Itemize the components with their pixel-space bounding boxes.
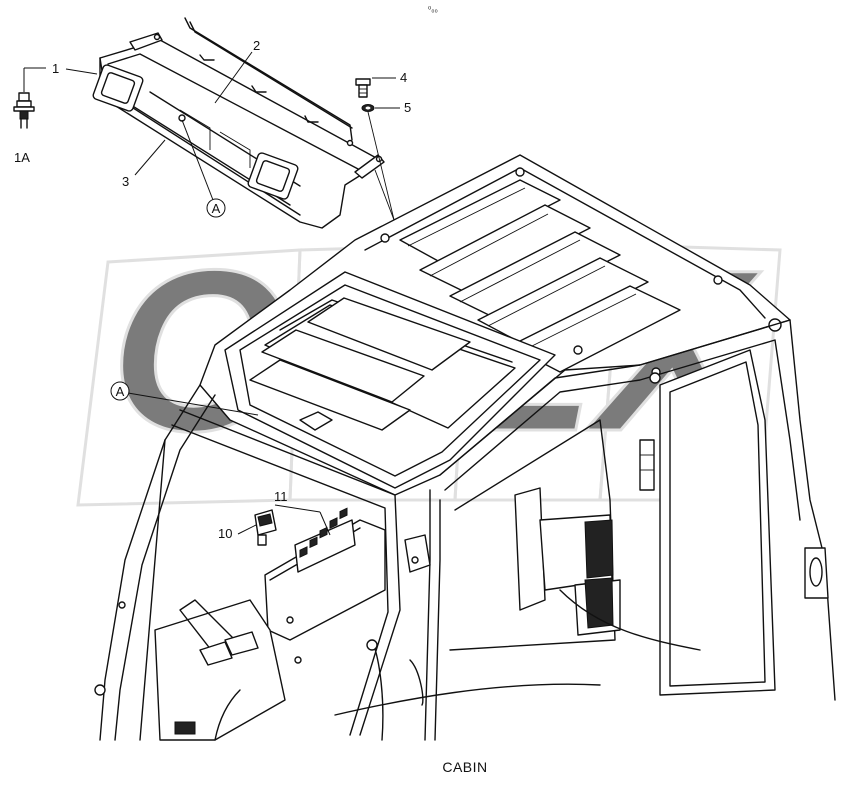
bulb-part-1a xyxy=(13,67,46,129)
switch-panel-part-11 xyxy=(294,507,356,573)
washer-part-5 xyxy=(361,104,375,112)
callout-5: 5 xyxy=(404,100,411,115)
bolt-part-4 xyxy=(355,78,371,98)
cabin-interior xyxy=(154,507,386,741)
callout-11: 11 xyxy=(274,489,288,504)
switch-part-10 xyxy=(254,509,277,546)
callout-a-top: A xyxy=(212,201,221,216)
corner-mark: ⁰₀₀ xyxy=(428,5,438,14)
light-housing-part-3 xyxy=(92,32,385,229)
diagram-title: CABIN xyxy=(442,759,487,775)
callout-a-mid: A xyxy=(116,384,125,399)
callout-3: 3 xyxy=(122,174,129,189)
cabin-roof xyxy=(199,154,791,496)
callout-10: 10 xyxy=(218,526,232,541)
callout-2: 2 xyxy=(253,38,260,53)
callout-4: 4 xyxy=(400,70,407,85)
wire-bracket-part-2 xyxy=(184,17,354,147)
callouts: 1 1A 2 3 4 5 10 11 A A xyxy=(14,38,411,541)
cabin-body xyxy=(94,319,836,741)
callout-1a: 1A xyxy=(14,150,30,165)
callout-1: 1 xyxy=(52,61,59,76)
